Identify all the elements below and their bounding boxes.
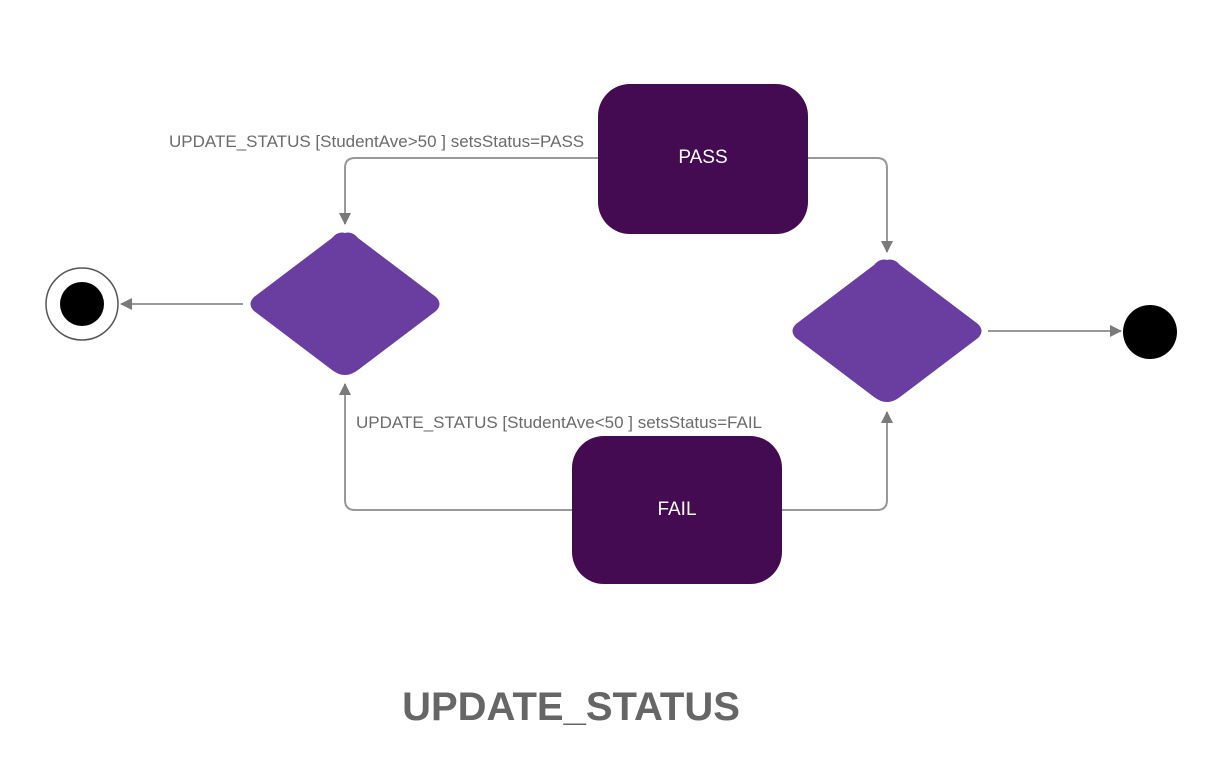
transition-fail-label: UPDATE_STATUS [StudentAve<50 ] setsStatu… — [356, 413, 762, 432]
decision-left — [250, 232, 440, 375]
edge-pass-to-right-decision — [808, 157, 893, 253]
state-pass-label: PASS — [678, 147, 727, 168]
edge-fail-to-left-decision — [339, 383, 572, 511]
edge-pass-to-left-decision — [339, 157, 598, 225]
state-pass — [598, 84, 808, 234]
state-fail-label: FAIL — [657, 499, 696, 520]
diagram-title: UPDATE_STATUS — [402, 685, 740, 729]
end-node — [1123, 305, 1177, 359]
state-fail — [572, 436, 782, 584]
transition-pass-label: UPDATE_STATUS [StudentAve>50 ] setsStatu… — [169, 132, 584, 151]
decision-right — [792, 259, 982, 402]
edge-fail-to-right-decision — [782, 411, 893, 511]
final-state-inner — [60, 282, 104, 326]
